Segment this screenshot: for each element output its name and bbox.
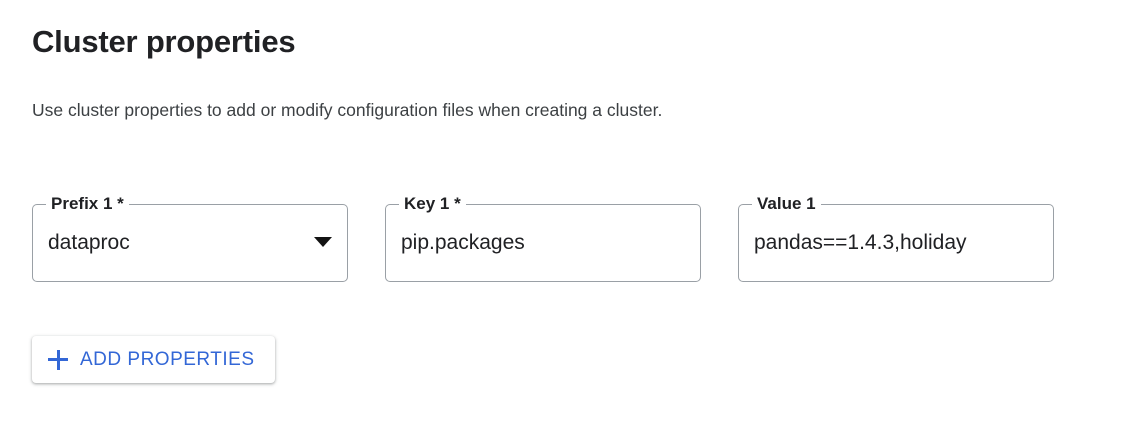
chevron-down-icon[interactable] bbox=[314, 237, 332, 247]
add-properties-button-label: ADD PROPERTIES bbox=[80, 348, 255, 370]
page-title: Cluster properties bbox=[32, 24, 296, 59]
outline-leading bbox=[738, 204, 752, 282]
value-field[interactable]: Value 1 pandas==1.4.3,holiday bbox=[738, 195, 1054, 282]
key-input-value[interactable]: pip.packages bbox=[401, 231, 525, 254]
key-field-label: Key 1 * bbox=[399, 195, 466, 213]
value-field-label: Value 1 bbox=[752, 195, 821, 213]
outline-leading bbox=[32, 204, 46, 282]
value-input-value[interactable]: pandas==1.4.3,holiday bbox=[754, 231, 967, 254]
plus-icon bbox=[48, 349, 68, 370]
property-row: Prefix 1 * dataproc Key 1 * pip.packages… bbox=[32, 195, 1092, 284]
key-field[interactable]: Key 1 * pip.packages bbox=[385, 195, 701, 282]
section-description: Use cluster properties to add or modify … bbox=[32, 100, 663, 120]
prefix-select-value[interactable]: dataproc bbox=[48, 231, 130, 254]
prefix-field-label: Prefix 1 * bbox=[46, 195, 129, 213]
prefix-field[interactable]: Prefix 1 * dataproc bbox=[32, 195, 348, 282]
outline-leading bbox=[385, 204, 399, 282]
add-properties-button[interactable]: ADD PROPERTIES bbox=[32, 336, 275, 383]
